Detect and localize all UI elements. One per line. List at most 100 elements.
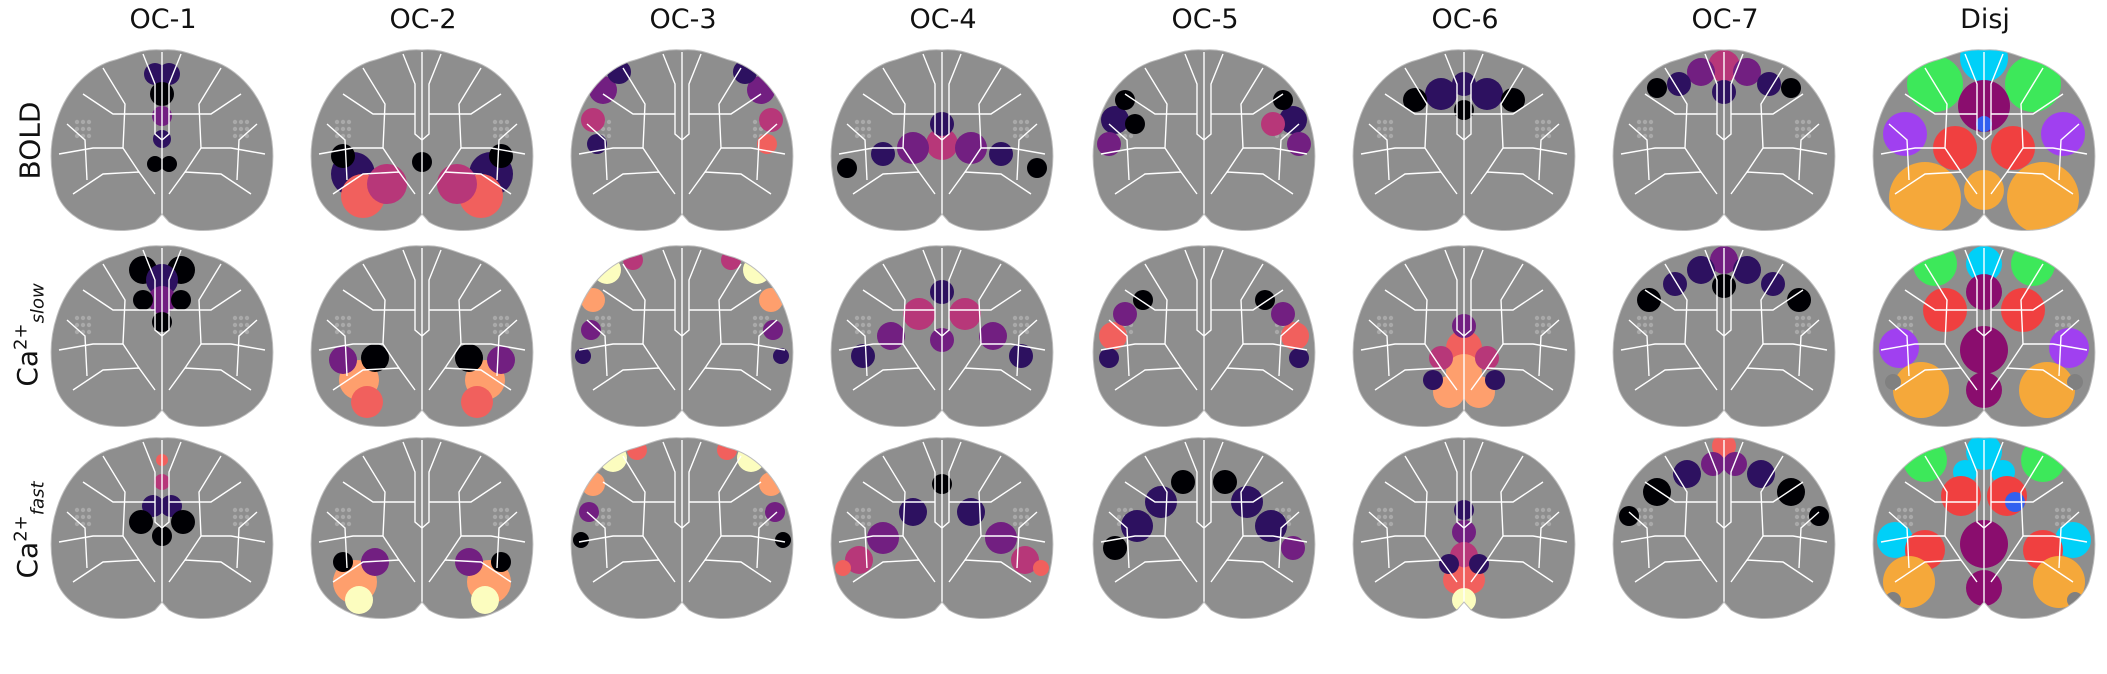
component-region: [1027, 158, 1047, 178]
area-boundary: [1746, 67, 1784, 173]
area-boundary: [622, 455, 660, 561]
area-boundary: [721, 147, 786, 155]
area-boundary: [941, 53, 962, 141]
area-boundary: [1991, 93, 2064, 115]
cluster-region: [1903, 438, 1947, 482]
brain-map-5-1: [1085, 44, 1323, 234]
area-boundary: [1538, 319, 1560, 377]
component-region: [437, 164, 477, 204]
component-region: [1777, 478, 1805, 506]
component-region: [581, 472, 605, 496]
brain-map-2-3: [303, 432, 541, 622]
component-region: [1643, 478, 1671, 506]
area-boundary: [1888, 123, 1910, 181]
component-region: [161, 156, 177, 172]
area-boundary: [1404, 67, 1442, 173]
area-boundary: [58, 147, 123, 155]
area-boundary: [428, 559, 512, 583]
area-boundary: [1634, 367, 1718, 391]
area-boundary: [428, 367, 512, 391]
component-region: [989, 142, 1013, 166]
area-boundary: [1211, 93, 1284, 115]
area-boundary: [496, 319, 518, 377]
component-region: [579, 502, 599, 522]
area-boundary: [1503, 147, 1568, 155]
area-boundary: [1634, 559, 1718, 583]
area-boundary: [1763, 535, 1828, 543]
area-boundary: [496, 511, 518, 569]
area-boundary: [1746, 455, 1784, 561]
area-boundary: [1888, 511, 1910, 569]
component-region: [1757, 72, 1781, 96]
area-boundary: [1503, 535, 1568, 543]
area-boundary: [2006, 67, 2044, 173]
component-region: [979, 322, 1007, 350]
cluster-region: [1885, 374, 1901, 390]
column-title-oc2: OC-2: [389, 4, 457, 35]
area-boundary: [444, 263, 482, 369]
area-boundary: [922, 53, 943, 141]
area-boundary: [756, 511, 778, 569]
area-boundary: [1628, 123, 1650, 181]
component-region: [759, 108, 783, 132]
brain-map-3-2: [563, 240, 801, 430]
component-region: [1287, 132, 1311, 156]
area-boundary: [1374, 559, 1458, 583]
area-boundary: [688, 367, 772, 391]
area-boundary: [1486, 455, 1524, 561]
area-boundary: [142, 249, 163, 337]
component-region: [361, 344, 389, 372]
area-boundary: [1763, 343, 1828, 351]
area-boundary: [688, 171, 772, 195]
area-boundary: [1124, 481, 1197, 503]
brain-map-7-2: [1605, 240, 1843, 430]
area-boundary: [429, 481, 502, 503]
area-boundary: [402, 249, 423, 337]
cluster-region: [2019, 362, 2075, 418]
component-region: [1121, 510, 1153, 542]
area-boundary: [1763, 147, 1828, 155]
area-boundary: [1463, 249, 1484, 337]
area-boundary: [201, 343, 266, 351]
area-boundary: [1374, 367, 1458, 391]
component-region: [903, 298, 935, 330]
area-boundary: [838, 535, 903, 543]
component-region: [835, 560, 851, 576]
area-boundary: [169, 93, 242, 115]
component-region: [455, 344, 483, 372]
area-boundary: [72, 559, 156, 583]
area-boundary: [1210, 171, 1294, 195]
area-boundary: [1904, 481, 1977, 503]
area-boundary: [1723, 249, 1744, 337]
component-region: [581, 108, 605, 132]
area-boundary: [429, 93, 502, 115]
area-boundary: [184, 263, 222, 369]
area-boundary: [421, 441, 442, 529]
component-region: [1289, 348, 1309, 368]
cluster-region: [1889, 162, 1961, 231]
mouse-cortex-brain-map-icon: [570, 49, 794, 231]
mouse-cortex-brain-map-icon: [830, 245, 1054, 427]
area-boundary: [1360, 343, 1425, 351]
brain-map-5-2: [1085, 240, 1323, 430]
component-region: [1099, 348, 1119, 368]
component-region: [1485, 370, 1505, 390]
area-boundary: [1880, 147, 1945, 155]
component-region: [461, 386, 493, 418]
area-boundary: [1384, 93, 1457, 115]
mouse-cortex-brain-map-icon: [1612, 437, 1836, 619]
brain-map-1-3: [43, 432, 281, 622]
area-boundary: [948, 367, 1032, 391]
area-boundary: [578, 147, 643, 155]
area-boundary: [1471, 289, 1544, 311]
area-boundary: [1463, 441, 1484, 529]
area-boundary: [1108, 319, 1130, 377]
area-boundary: [72, 367, 156, 391]
mouse-cortex-brain-map-icon: [310, 245, 534, 427]
mouse-cortex-brain-map-icon: [1872, 49, 2096, 231]
component-region: [1619, 506, 1639, 526]
component-region: [717, 440, 737, 460]
component-region: [129, 510, 153, 534]
component-region: [573, 532, 589, 548]
area-boundary: [58, 535, 123, 543]
